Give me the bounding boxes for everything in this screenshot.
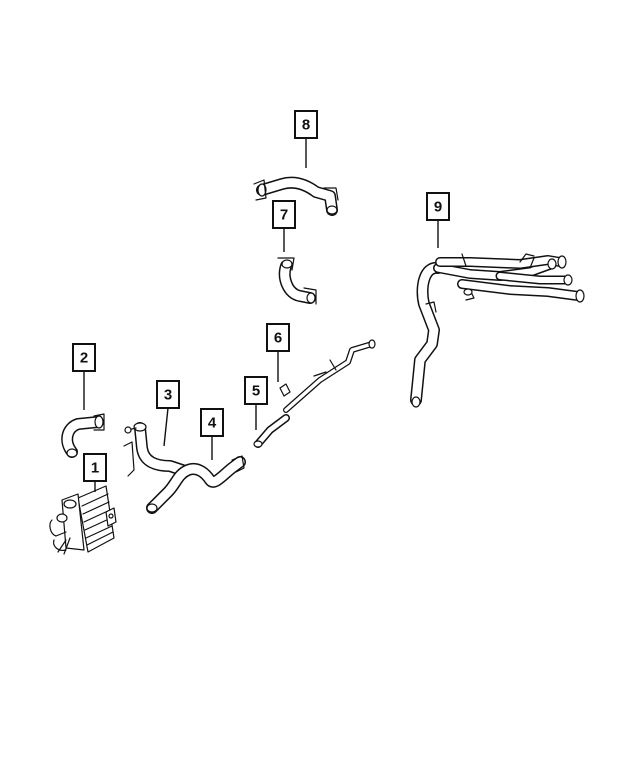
callout-3-label: 3	[164, 387, 172, 404]
callout-7[interactable]: 7	[272, 200, 296, 229]
part-4-long-hose[interactable]	[146, 455, 246, 514]
leader-3	[163, 407, 169, 447]
part-6-clip-and-line[interactable]	[279, 339, 376, 413]
callout-5-label: 5	[252, 383, 260, 400]
callout-4-label: 4	[208, 415, 217, 432]
callout-5[interactable]: 5	[244, 376, 268, 405]
callout-2[interactable]: 2	[72, 343, 96, 372]
part-8-upper-hose[interactable]	[253, 176, 339, 216]
callout-7-label: 7	[280, 207, 288, 224]
part-2-short-hose[interactable]	[61, 413, 105, 458]
callout-1[interactable]: 1	[83, 453, 107, 482]
callout-3[interactable]: 3	[156, 380, 180, 409]
callout-6-label: 6	[274, 330, 282, 347]
part-1-oil-cooler[interactable]	[49, 485, 117, 555]
part-5-pipe[interactable]	[253, 414, 290, 448]
callout-8-label: 8	[302, 117, 310, 134]
callout-9[interactable]: 9	[426, 192, 450, 221]
callout-8[interactable]: 8	[294, 110, 318, 139]
callout-9-label: 9	[434, 199, 442, 216]
callout-2-label: 2	[80, 350, 88, 367]
part-9-hose-assembly[interactable]	[410, 253, 585, 408]
callout-6[interactable]: 6	[266, 323, 290, 352]
part-3-hose[interactable]	[123, 422, 188, 477]
callout-4[interactable]: 4	[200, 408, 224, 437]
part-7-curved-hose[interactable]	[277, 257, 317, 305]
callout-1-label: 1	[91, 460, 99, 477]
